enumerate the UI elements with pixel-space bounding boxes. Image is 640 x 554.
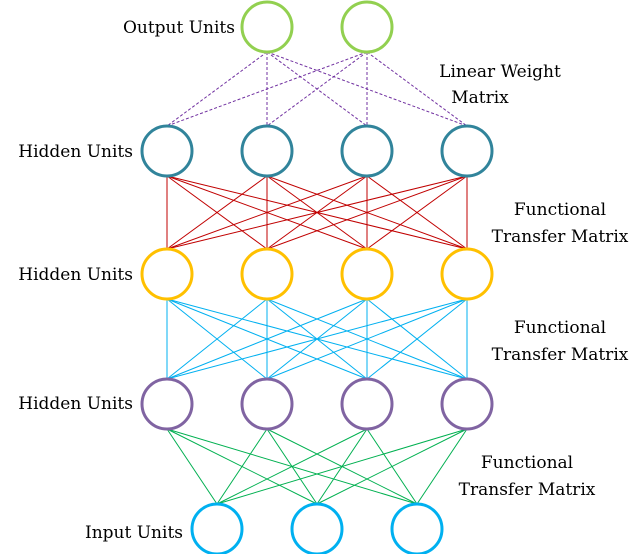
connection-line-3-0-0	[166, 428, 218, 505]
layer-label-hidden-1: Hidden Units	[18, 142, 133, 162]
unit-node-hidden-1-4	[440, 124, 494, 178]
connection-line-3-3-2	[416, 428, 468, 505]
connection-line-2-2-0	[166, 298, 368, 380]
connection-line-0-1-0	[166, 51, 368, 127]
connection-line-0-1-1	[266, 51, 368, 127]
unit-node-hidden-1-2	[240, 124, 294, 178]
matrix-label-transfer-3-line-2: Transfer Matrix	[459, 480, 596, 500]
connection-line-1-3-1	[266, 175, 468, 250]
connection-line-2-3-2	[366, 298, 468, 380]
unit-node-input-1	[190, 502, 244, 554]
connection-line-1-3-0	[166, 175, 468, 250]
unit-node-hidden-2-4	[440, 247, 494, 301]
connection-line-1-3-2	[366, 175, 468, 250]
layer-label-hidden-2: Hidden Units	[18, 265, 133, 285]
connection-line-0-1-3	[366, 51, 468, 127]
unit-node-hidden-3-2	[240, 377, 294, 431]
matrix-label-linear-line-2: Matrix	[451, 88, 509, 108]
matrix-label-transfer-1-line-2: Transfer Matrix	[492, 227, 629, 247]
unit-node-hidden-2-2	[240, 247, 294, 301]
matrix-label-transfer-3-line-1: Functional	[481, 453, 573, 473]
connection-line-3-2-0	[216, 428, 368, 505]
connection-line-2-3-1	[266, 298, 468, 380]
matrix-label-transfer-2-line-1: Functional	[514, 318, 606, 338]
unit-node-input-3	[390, 502, 444, 554]
matrix-label-linear-line-1: Linear Weight	[439, 62, 561, 82]
layer-label-hidden-3: Hidden Units	[18, 394, 133, 414]
layer-label-output: Output Units	[123, 18, 235, 38]
unit-node-hidden-3-3	[340, 377, 394, 431]
unit-node-hidden-2-3	[340, 247, 394, 301]
unit-node-output-2	[340, 0, 394, 54]
connection-line-3-1-0	[216, 428, 268, 505]
connection-line-1-1-0	[166, 175, 268, 250]
connection-line-1-2-0	[166, 175, 368, 250]
unit-node-hidden-3-4	[440, 377, 494, 431]
connection-line-2-3-0	[166, 298, 468, 380]
unit-node-hidden-1-3	[340, 124, 394, 178]
unit-node-hidden-3-1	[140, 377, 194, 431]
layer-label-input: Input Units	[85, 523, 183, 543]
connection-line-0-0-0	[166, 51, 268, 127]
connection-line-3-3-1	[316, 428, 468, 505]
unit-node-output-1	[240, 0, 294, 54]
connection-lines	[166, 51, 468, 505]
connection-line-3-3-0	[216, 428, 468, 505]
unit-nodes	[140, 0, 494, 554]
unit-node-hidden-1-1	[140, 124, 194, 178]
unit-node-hidden-2-1	[140, 247, 194, 301]
matrix-label-transfer-2-line-2: Transfer Matrix	[492, 345, 629, 365]
unit-node-input-2	[290, 502, 344, 554]
matrix-label-transfer-1-line-1: Functional	[514, 200, 606, 220]
connection-line-2-1-0	[166, 298, 268, 380]
